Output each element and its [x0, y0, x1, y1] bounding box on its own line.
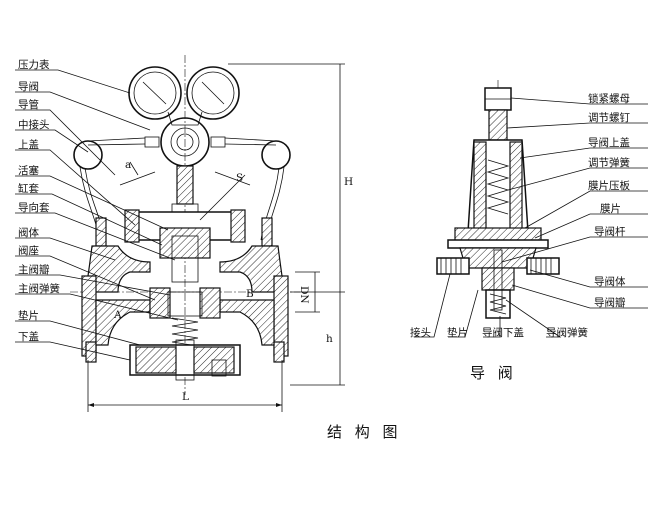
- marker-s: S: [236, 172, 243, 184]
- label-adjusting-spring: 调节弹簧: [588, 156, 630, 169]
- main-valve-drawing: 压力表 导阀 导管 中接头 上盖 活塞 缸套 导向套 阀体 阀座 主阀瓣 主阀弹…: [15, 55, 353, 412]
- label-cylinder-liner: 缸套: [18, 182, 39, 195]
- marker-port-a: A: [113, 309, 122, 321]
- label-gasket: 垫片: [18, 309, 39, 322]
- main-leader-lines: [15, 69, 246, 361]
- label-piston: 活塞: [18, 164, 39, 177]
- label-pilot-stem: 导阀杆: [594, 225, 626, 238]
- label-guide-pipe: 导管: [18, 98, 39, 111]
- label-main-disc: 主阀瓣: [18, 263, 50, 276]
- label-pilot-lower-cover: 导阀下盖: [482, 326, 524, 339]
- label-guide-sleeve: 导向套: [18, 201, 50, 214]
- pressure-gauge-icon: [128, 66, 240, 126]
- dimension-h-upper: H: [344, 176, 353, 188]
- dimension-lines: [87, 63, 345, 412]
- guide-pipe-icon: [73, 137, 291, 247]
- label-pilot-body: 导阀体: [594, 275, 626, 288]
- marker-a: a: [125, 159, 131, 171]
- dimension-h-lower: h: [326, 333, 333, 345]
- label-upper-cover: 上盖: [18, 138, 39, 151]
- label-valve-body: 阀体: [18, 226, 39, 239]
- label-pilot-valve: 导阀: [18, 80, 39, 93]
- label-middle-joint: 中接头: [18, 118, 50, 131]
- label-diaphragm: 膜片: [600, 202, 621, 215]
- upper-cover: [124, 209, 246, 283]
- label-pilot-disc: 导阀瓣: [594, 296, 626, 309]
- label-lock-nut: 锁紧螺母: [588, 92, 630, 105]
- figure-caption: 结 构 图: [327, 423, 402, 441]
- label-valve-seat: 阀座: [18, 244, 39, 257]
- label-adjusting-screw: 调节螺钉: [588, 112, 630, 124]
- pilot-valve-caption: 导 阀: [470, 364, 517, 382]
- dimension-dn: DN: [298, 286, 310, 304]
- pilot-valve-icon: [144, 117, 226, 167]
- label-pilot-spring: 导阀弹簧: [546, 326, 588, 339]
- valve-body: [81, 245, 289, 381]
- label-lower-cover: 下盖: [18, 330, 39, 343]
- label-main-spring: 主阀弹簧: [18, 282, 60, 295]
- pilot-leader-lines: [414, 97, 648, 338]
- label-diaphragm-plate: 膜片压板: [588, 179, 630, 192]
- label-pressure-gauge: 压力表: [18, 58, 50, 71]
- marker-b: B: [246, 288, 254, 300]
- pilot-valve-drawing: 锁紧螺母 调节螺钉 导阀上盖 调节弹簧 膜片压板 膜片 导阀杆 导阀体 导阀瓣 …: [410, 80, 648, 382]
- main-valve-labels: 压力表 导阀 导管 中接头 上盖 活塞 缸套 导向套 阀体 阀座 主阀瓣 主阀弹…: [18, 58, 353, 403]
- dimension-length: L: [182, 391, 189, 403]
- label-pilot-gasket: 垫片: [447, 326, 468, 339]
- label-pilot-upper-cover: 导阀上盖: [588, 136, 630, 149]
- label-connector: 接头: [410, 326, 431, 339]
